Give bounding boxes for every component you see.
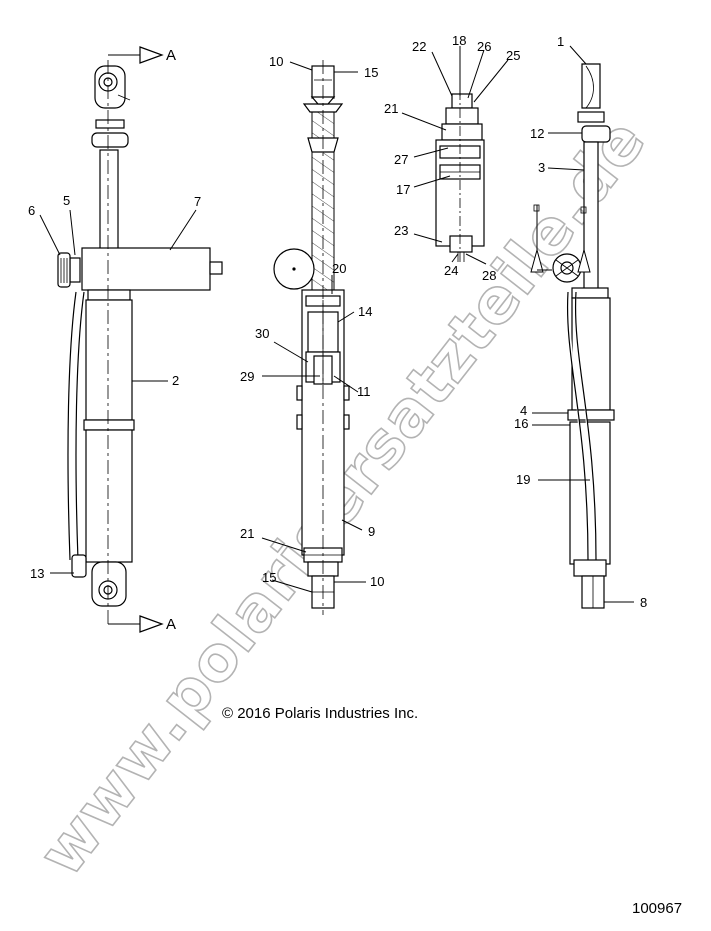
callout-24: 24 — [444, 263, 458, 278]
callout-19: 19 — [516, 472, 530, 487]
callout-12: 12 — [530, 126, 544, 141]
section-label-top: A — [166, 47, 176, 64]
callout-2: 2 — [172, 373, 179, 388]
callout-21-lower: 21 — [240, 526, 254, 541]
callout-30: 30 — [255, 326, 269, 341]
callout-16: 16 — [514, 416, 528, 431]
callout-26: 26 — [477, 39, 491, 54]
callout-3: 3 — [538, 160, 545, 175]
callout-25: 25 — [506, 48, 520, 63]
callout-20: 20 — [332, 261, 346, 276]
callout-17: 17 — [396, 182, 410, 197]
callout-27: 27 — [394, 152, 408, 167]
section-view-assembly — [273, 60, 350, 615]
callout-28: 28 — [482, 268, 496, 283]
callout-5: 5 — [63, 193, 70, 208]
reservoir-section-assembly — [435, 90, 485, 262]
callout-15-top: 15 — [364, 65, 378, 80]
callout-14: 14 — [358, 304, 372, 319]
diagram-number: 100967 — [632, 900, 683, 917]
callout-7: 7 — [194, 194, 201, 209]
callout-22: 22 — [412, 39, 426, 54]
callout-8: 8 — [640, 595, 647, 610]
callout-11: 11 — [357, 384, 371, 399]
copyright-notice: © 2016 Polaris Industries Inc. — [222, 705, 419, 722]
callout-1: 1 — [557, 34, 564, 49]
callout-10-top: 10 — [269, 54, 283, 69]
callout-15-bottom: 15 — [262, 570, 276, 585]
right-shock-assembly — [530, 63, 615, 609]
callout-10-bottom: 10 — [370, 574, 384, 589]
callout-23: 23 — [394, 223, 408, 238]
callout-4: 4 — [520, 403, 527, 418]
callout-6: 6 — [28, 203, 35, 218]
callout-29: 29 — [240, 369, 254, 384]
callout-21-upper: 21 — [384, 101, 398, 116]
left-shock-assembly: A A — [57, 46, 223, 633]
callout-18: 18 — [452, 33, 466, 48]
callout-9: 9 — [368, 524, 375, 539]
section-label-bottom: A — [166, 616, 176, 633]
callout-13: 13 — [30, 566, 44, 581]
